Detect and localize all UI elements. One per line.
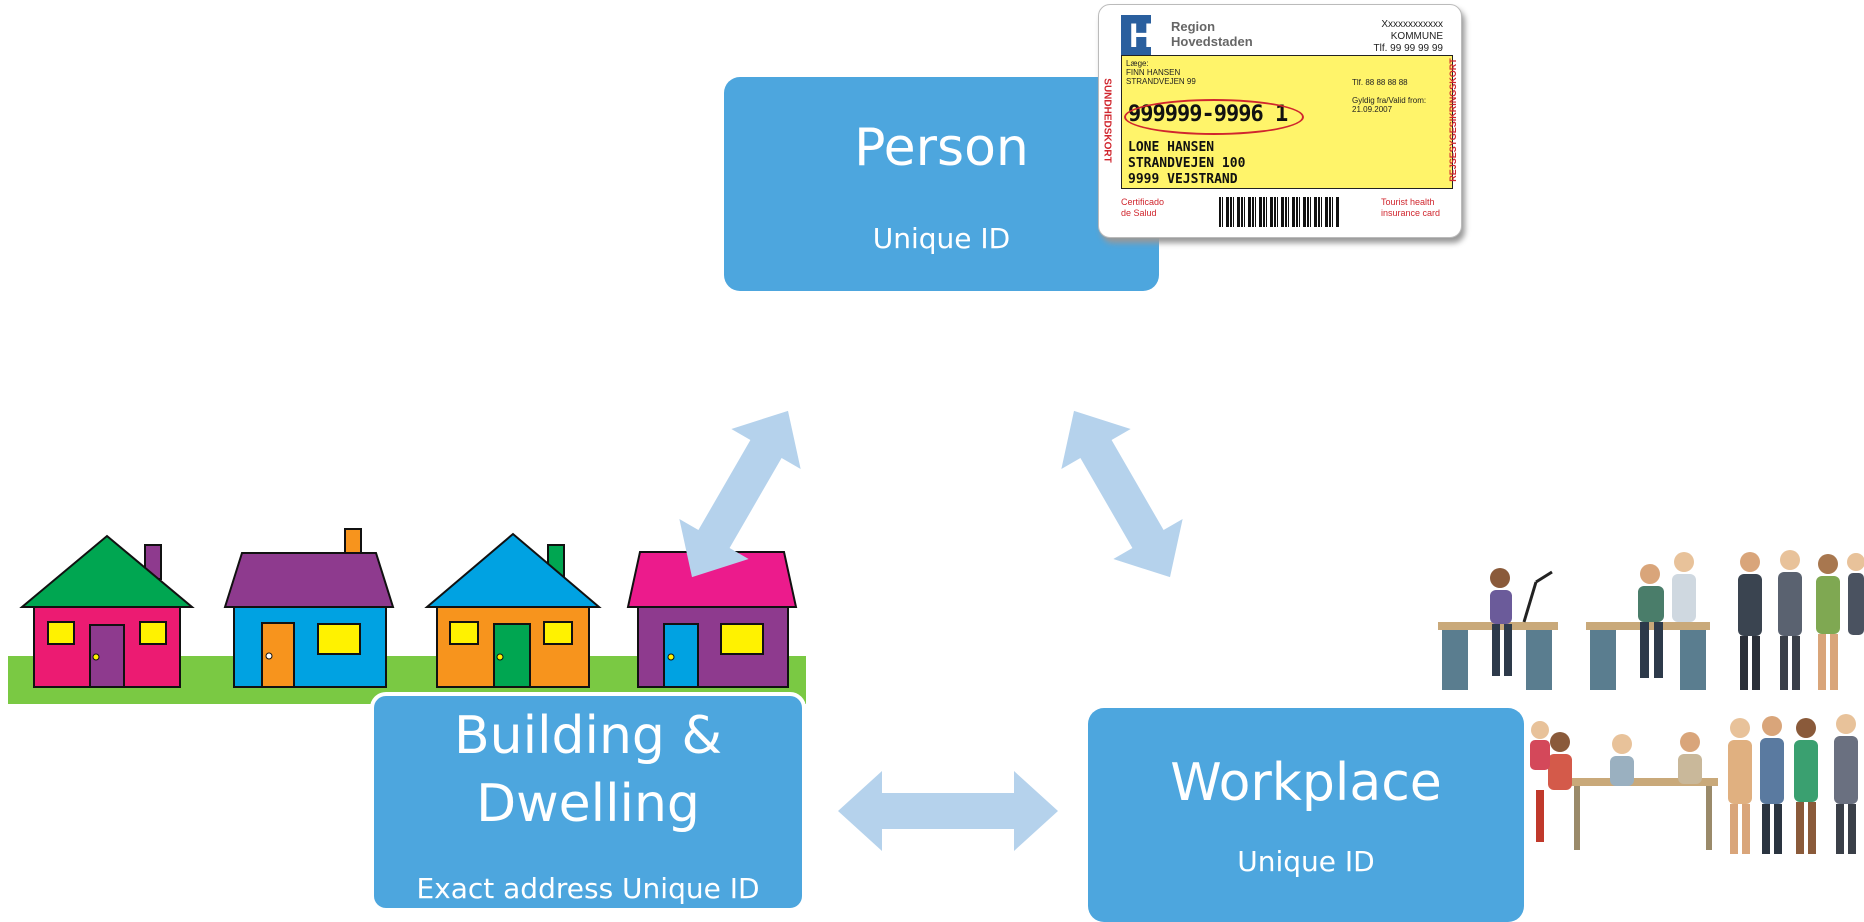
arrow-building-workplace	[838, 771, 1058, 851]
relationship-arrows	[679, 410, 1183, 851]
card-doctor-phone: Tlf. 88 88 88 88	[1352, 78, 1408, 87]
health-insurance-card: H Region Hovedstaden Xxxxxxxxxxxx KOMMUN…	[1098, 4, 1462, 238]
cpr-highlight-ellipse	[1124, 99, 1304, 135]
standing-group-2	[1728, 714, 1858, 854]
building-subtitle: Exact address Unique ID	[416, 872, 760, 905]
card-doctor: Læge: FINN HANSEN STRANDVEJEN 99	[1126, 59, 1196, 86]
card-valid: Gyldig fra/Valid from: 21.09.2007	[1352, 96, 1427, 114]
region-logo	[1121, 15, 1151, 57]
house-4	[626, 551, 798, 688]
person-subtitle: Unique ID	[872, 222, 1011, 255]
worker-1	[1490, 568, 1512, 676]
person-node: Person Unique ID	[724, 77, 1159, 291]
card-municipality: Xxxxxxxxxxxx KOMMUNE Tlf. 99 99 99 99	[1373, 19, 1444, 54]
building-title-line1: Building &	[453, 706, 723, 766]
card-footer-left: Certificado de Salud	[1121, 197, 1165, 218]
house-2	[223, 528, 395, 688]
card-holder-address: LONE HANSEN STRANDVEJEN 100 9999 VEJSTRA…	[1128, 140, 1246, 187]
building-title-line2: Dwelling	[476, 774, 700, 834]
region-logo-icon: H	[1129, 17, 1154, 55]
houses-illustration	[8, 528, 806, 704]
building-node: Building & Dwelling Exact address Unique…	[370, 692, 806, 912]
card-left-vertical-text: SUNDHEDSKORT	[1101, 78, 1113, 163]
card-organization: Region Hovedstaden	[1171, 19, 1253, 49]
office-desks	[1438, 570, 1710, 690]
workplace-node: Workplace Unique ID	[1088, 708, 1524, 922]
card-right-vertical-text: REJSESYGESIKRINGSKORT	[1447, 58, 1458, 182]
arrow-person-building	[679, 410, 801, 578]
person-title: Person	[854, 118, 1029, 178]
people-illustration	[1438, 550, 1864, 854]
house-3	[424, 532, 602, 688]
building-title: Building & Dwelling	[374, 702, 802, 838]
house-1	[19, 534, 195, 688]
meeting-table	[1530, 721, 1718, 850]
arrow-person-workplace	[1061, 410, 1183, 578]
worker-2	[1638, 564, 1664, 678]
worker-3	[1672, 552, 1696, 622]
workplace-subtitle: Unique ID	[1237, 845, 1375, 878]
card-barcode	[1219, 197, 1339, 227]
card-footer-right: Tourist health insurance card	[1381, 197, 1441, 218]
card-yellow-panel: Læge: FINN HANSEN STRANDVEJEN 99 Tlf. 88…	[1121, 55, 1453, 189]
standing-group	[1738, 550, 1864, 690]
workplace-title: Workplace	[1170, 753, 1442, 813]
